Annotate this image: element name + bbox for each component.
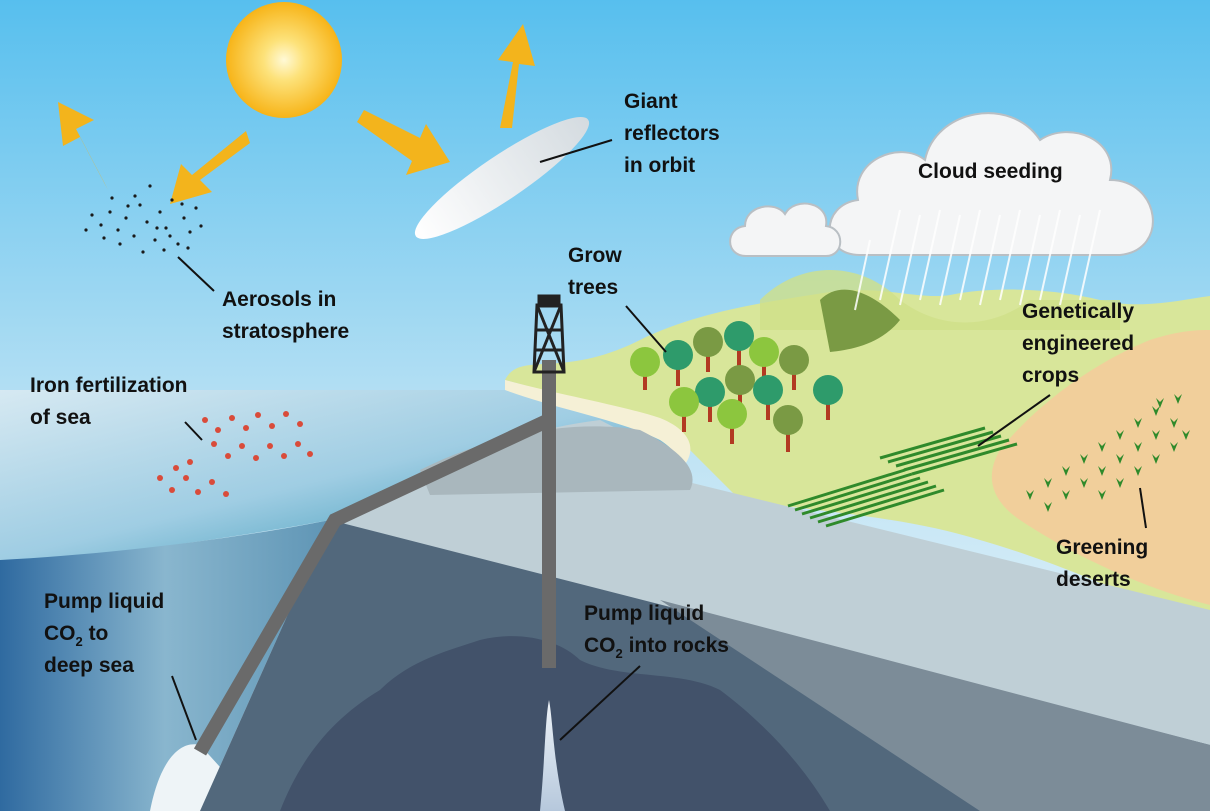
desert [991, 330, 1210, 605]
tree-icon [779, 345, 809, 390]
cloud-icon [729, 202, 842, 257]
rock-layer [280, 636, 830, 811]
tree-grove [630, 321, 843, 452]
rain [854, 209, 1101, 311]
drill-rig-icon [532, 294, 566, 374]
label-pump-rocks: Pump liquid CO2 into rocks [584, 602, 729, 661]
label-pump-deep-sea: Pump liquid CO2 to deep sea [44, 590, 170, 677]
sun-icon [226, 2, 342, 118]
arrow-icon [357, 110, 450, 175]
label-gm-crops: Genetically engineered crops [1022, 300, 1140, 387]
iron-particles [157, 411, 313, 497]
land-surface [505, 289, 1210, 640]
leader-lines [171, 139, 1147, 741]
arrow-icon [58, 102, 108, 190]
label-aerosols: Aerosols in stratosphere [222, 288, 349, 343]
tree-icon [724, 321, 754, 366]
crop-field [787, 426, 1018, 528]
tree-icon [813, 375, 843, 420]
pipeline [193, 360, 556, 756]
tree-icon [695, 377, 725, 422]
rock-block-right [660, 600, 1210, 811]
tree-icon [753, 375, 783, 420]
reflector-icon [414, 117, 590, 239]
tree-icon [669, 387, 699, 432]
aerosol-cloud [84, 184, 203, 254]
label-greening-deserts: Greening deserts [1056, 536, 1154, 591]
arrow-icon [498, 24, 535, 128]
label-iron-fertilization: Iron fertilization of sea [30, 374, 193, 429]
tree-icon [717, 399, 747, 444]
deep-sea [0, 520, 330, 811]
tree-icon [749, 337, 779, 382]
hill-shadow [820, 289, 900, 352]
arrow-icon [170, 131, 250, 204]
label-grow-trees: Grow trees [568, 244, 628, 299]
co2-plume [540, 700, 565, 811]
label-cloud-seeding: Cloud seeding [918, 160, 1063, 183]
tree-icon [773, 405, 803, 452]
tree-icon [693, 327, 723, 372]
label-reflectors: Giant reflectors in orbit [624, 90, 726, 177]
tree-icon [663, 340, 693, 386]
tree-icon [630, 347, 660, 390]
cloud-icon [828, 112, 1154, 256]
desert-plants [1026, 394, 1190, 512]
sunlight-arrows [58, 24, 535, 204]
